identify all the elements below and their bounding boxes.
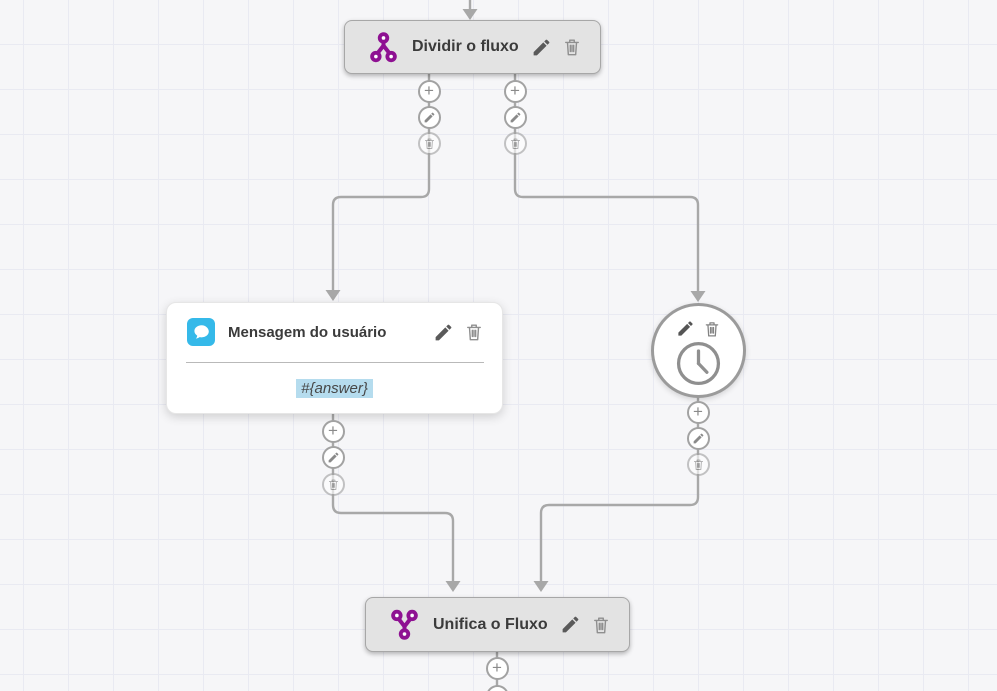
- edit-connector-button[interactable]: [417, 105, 441, 129]
- add-step-button[interactable]: +: [686, 400, 710, 424]
- add-plus-icon: +: [693, 401, 703, 421]
- node-merge-flow[interactable]: Unifica o Fluxo: [365, 597, 630, 652]
- add-step-button[interactable]: +: [485, 656, 509, 680]
- node-title: Unifica o Fluxo: [433, 615, 548, 633]
- node-title: Mensagem do usuário: [228, 323, 387, 341]
- edit-node-button[interactable]: [676, 319, 695, 338]
- connector-timer-out: [539, 397, 700, 582]
- node-user-message[interactable]: Mensagem do usuário #{answer}: [166, 302, 503, 414]
- arrowhead-timer-out: [533, 581, 549, 592]
- edit-pencil-icon: [676, 319, 695, 338]
- edit-connector-button[interactable]: [686, 426, 710, 450]
- edit-node-button[interactable]: [560, 614, 581, 635]
- add-step-button[interactable]: +: [417, 79, 441, 103]
- delete-trash-icon: [562, 37, 582, 57]
- node-title: Dividir o fluxo: [412, 38, 519, 55]
- delete-connector-button[interactable]: [417, 131, 441, 155]
- add-plus-icon: +: [424, 80, 434, 100]
- arrowhead-split-right: [690, 291, 706, 302]
- node-split-flow[interactable]: Dividir o fluxo: [344, 20, 601, 74]
- node-header: Mensagem do usuário: [167, 303, 502, 346]
- edit-pencil-icon: [560, 614, 581, 635]
- answer-variable: #{answer}: [296, 378, 373, 398]
- merge-flow-icon: [389, 609, 420, 640]
- arrowhead-split-left: [325, 290, 341, 301]
- edit-pencil-icon: [692, 432, 705, 445]
- edit-pencil-icon: [423, 111, 436, 124]
- split-flow-icon: [368, 32, 399, 63]
- chat-bubble-icon: [187, 318, 215, 346]
- delete-trash-icon: [703, 320, 721, 338]
- edit-connector-button[interactable]: [503, 105, 527, 129]
- delete-trash-icon: [509, 137, 522, 150]
- delete-node-button[interactable]: [591, 615, 611, 635]
- edit-pencil-icon: [509, 111, 522, 124]
- delete-node-button[interactable]: [464, 322, 484, 342]
- delete-connector-button[interactable]: [321, 472, 345, 496]
- add-step-button[interactable]: +: [503, 79, 527, 103]
- connector-message-out: [331, 414, 455, 582]
- delete-connector-button[interactable]: [503, 131, 527, 155]
- edit-pencil-icon: [327, 451, 340, 464]
- delete-trash-icon: [591, 615, 611, 635]
- node-timer[interactable]: [651, 303, 746, 398]
- add-plus-icon: +: [492, 657, 502, 677]
- add-step-button[interactable]: +: [321, 419, 345, 443]
- edit-node-button[interactable]: [531, 37, 552, 58]
- delete-node-button[interactable]: [562, 37, 582, 57]
- edit-connector-button[interactable]: [321, 445, 345, 469]
- delete-connector-button[interactable]: [686, 452, 710, 476]
- add-plus-icon: +: [328, 420, 338, 440]
- delete-node-button[interactable]: [703, 320, 721, 338]
- delete-trash-icon: [327, 478, 340, 491]
- connector-split-right: [513, 74, 700, 292]
- arrowhead-message-out: [445, 581, 461, 592]
- edit-pencil-icon: [531, 37, 552, 58]
- add-plus-icon: +: [510, 80, 520, 100]
- clock-icon: [675, 340, 722, 387]
- edit-pencil-icon: [433, 322, 454, 343]
- node-body: #{answer}: [167, 363, 502, 413]
- delete-trash-icon: [692, 458, 705, 471]
- delete-trash-icon: [464, 322, 484, 342]
- connector-split-left: [331, 74, 431, 291]
- arrowhead-top-in: [462, 9, 478, 20]
- delete-trash-icon: [423, 137, 436, 150]
- edit-node-button[interactable]: [433, 322, 454, 343]
- divider: [186, 362, 484, 363]
